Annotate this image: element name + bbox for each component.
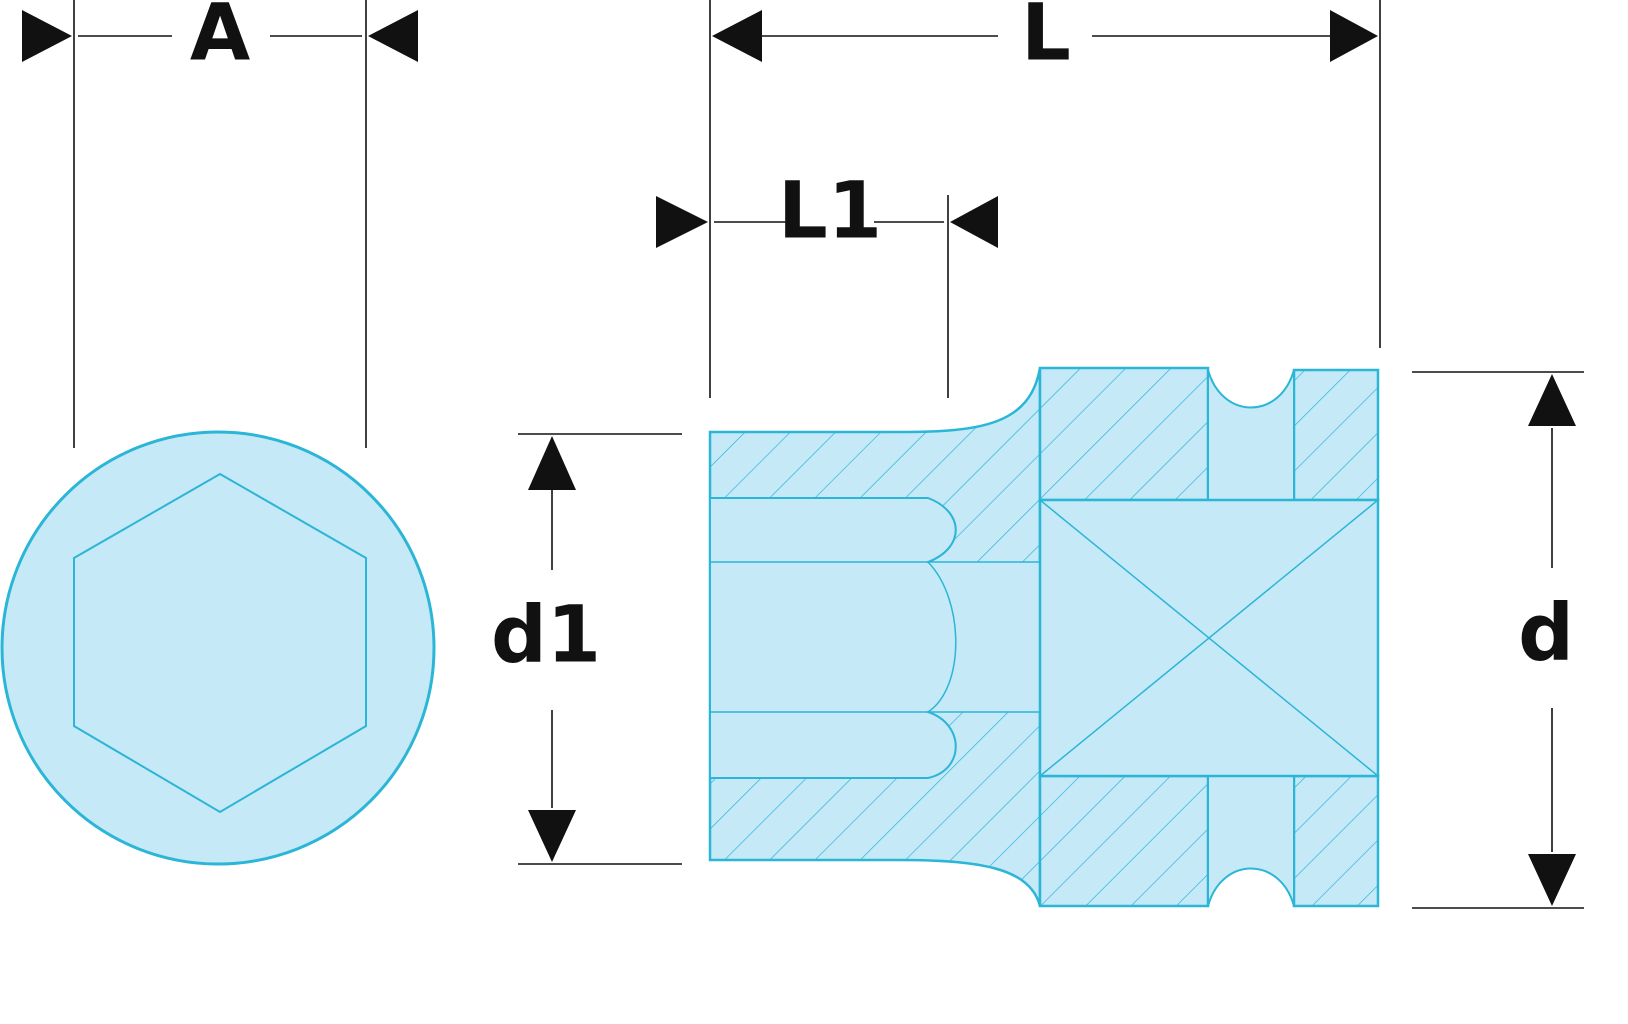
socket-end-view — [0, 430, 436, 866]
dimension-lines — [73, 0, 1584, 909]
pin-groove-bottom — [1207, 775, 1295, 907]
socket-section-view — [708, 366, 1380, 908]
dimension-label-d1: d1 — [491, 590, 601, 680]
square-drive-head — [1038, 366, 1380, 908]
hex-opening — [73, 472, 367, 814]
dimension-label-l1: L1 — [778, 166, 882, 256]
dimension-label-d: d — [1518, 588, 1574, 678]
hex-bore — [709, 497, 957, 779]
dimension-arrowheads — [22, 10, 1576, 906]
pin-groove-top — [1207, 369, 1295, 501]
dimension-label-a: A — [190, 0, 250, 78]
dimension-label-l: L — [1021, 0, 1071, 78]
